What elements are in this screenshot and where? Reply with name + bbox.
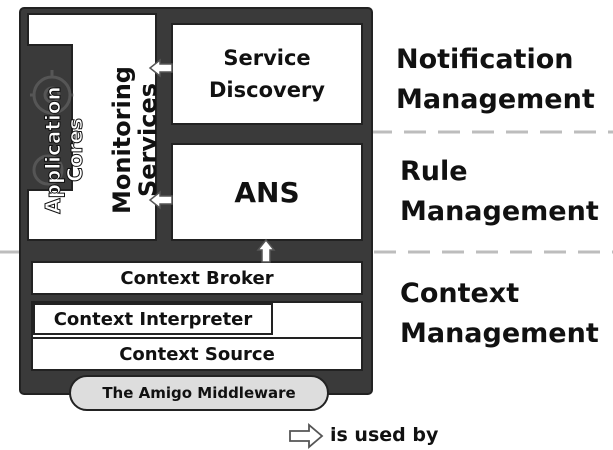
arrow-sd-to-monitoring [148,58,173,78]
service-discovery-box [171,23,363,125]
layer-context-label: Context Management [400,278,599,349]
layer-rule-label: Rule Management [400,156,599,227]
context-broker-box [31,261,363,295]
monitoring-services-label: Monitoring Services [108,66,162,214]
application-cores-box [27,13,157,241]
context-interpreter-box [33,303,273,335]
legend-text: is used by [330,424,439,446]
layer-notification-label: Notification Management [396,44,595,115]
service-discovery-label: Service Discovery [209,46,325,102]
legend-arrow-icon [289,423,324,449]
gear-icon [30,70,74,186]
middleware-pill [69,375,329,411]
arrow-broker-to-ans [256,238,276,263]
ans-box [171,143,363,241]
context-broker-label: Context Broker [120,267,274,289]
context-interpreter-label: Context Interpreter [53,308,253,330]
context-source-label: Context Source [119,343,275,365]
ans-label: ANS [234,175,300,209]
arrow-ans-to-monitoring [148,190,173,210]
application-cores-label: Application Cores [41,86,88,215]
middleware-label: The Amigo Middleware [102,384,296,402]
